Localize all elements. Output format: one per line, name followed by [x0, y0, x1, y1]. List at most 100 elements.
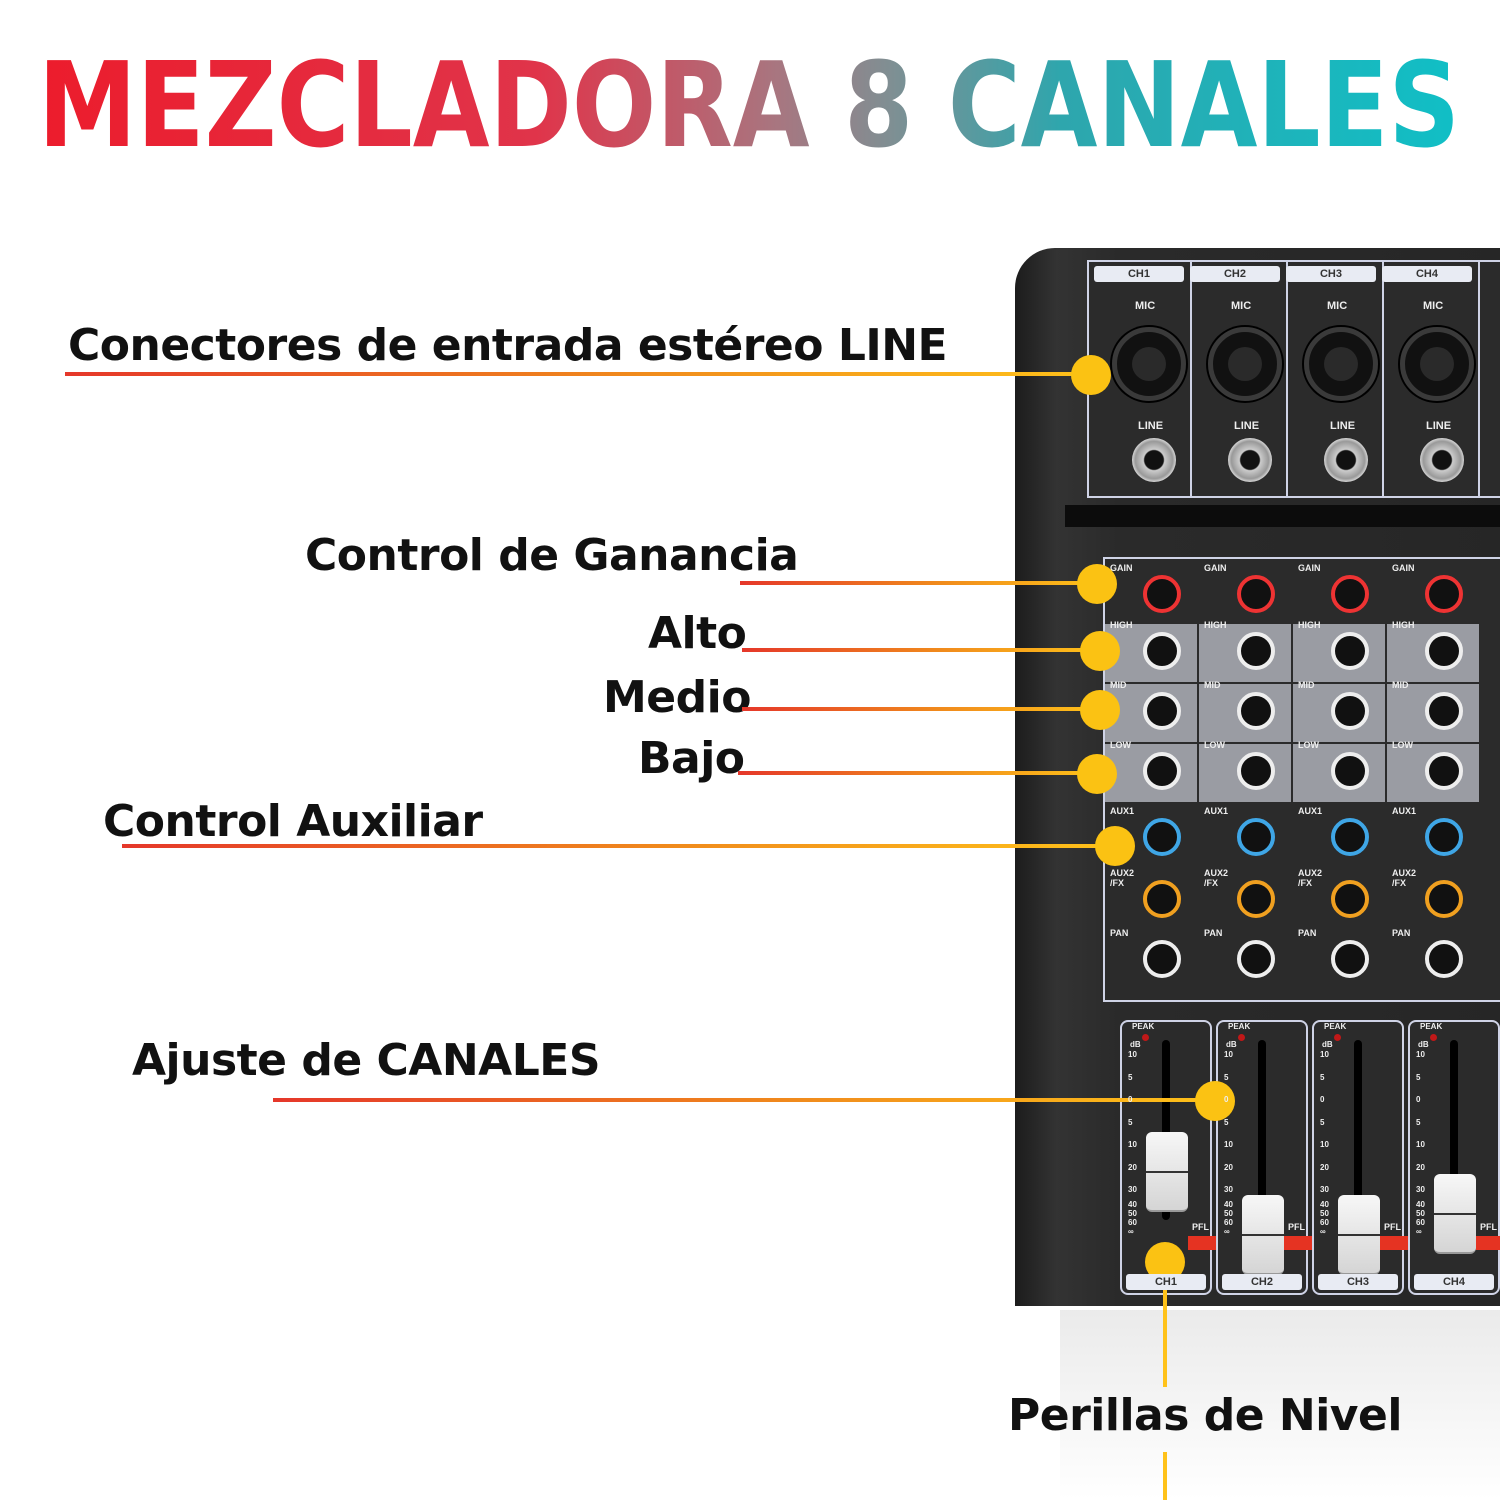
knob-label-gain: GAIN: [1204, 563, 1227, 573]
knob-gain[interactable]: [1425, 575, 1463, 613]
pfl-label: PFL: [1288, 1222, 1305, 1232]
knob-label-aux1: AUX1: [1392, 806, 1417, 816]
fader-scale-tick: 60: [1128, 1218, 1137, 1227]
callout-dot-low: [1077, 754, 1117, 794]
db-label: dB: [1226, 1040, 1237, 1049]
fader-scale-tick: 50: [1224, 1209, 1233, 1218]
callout-dot-high: [1080, 631, 1120, 671]
line-jack-input[interactable]: [1420, 438, 1464, 482]
xlr-mic-input[interactable]: [1112, 327, 1186, 401]
channel-divider: [1382, 262, 1384, 496]
knob-mid[interactable]: [1143, 692, 1181, 730]
xlr-mic-input[interactable]: [1304, 327, 1378, 401]
pfl-button[interactable]: [1188, 1236, 1216, 1250]
knob-label-pan: PAN: [1204, 928, 1223, 938]
knob-label-low: LOW: [1392, 740, 1413, 750]
knob-low[interactable]: [1425, 752, 1463, 790]
fader-scale-tick: 5: [1128, 1072, 1133, 1082]
fader-track: [1162, 1040, 1170, 1220]
callout-dot-channels: [1195, 1081, 1235, 1121]
knob-low[interactable]: [1237, 752, 1275, 790]
knob-aux2[interactable]: [1331, 880, 1369, 918]
fader-scale-tick: 40: [1128, 1200, 1137, 1209]
knob-label-aux1: AUX1: [1110, 806, 1135, 816]
knob-label-aux2: AUX2 /FX: [1298, 868, 1323, 888]
knob-high[interactable]: [1143, 632, 1181, 670]
knob-pan[interactable]: [1143, 940, 1181, 978]
pfl-button[interactable]: [1284, 1236, 1312, 1250]
fader-scale-tick: 30: [1128, 1185, 1137, 1194]
fader-track: [1450, 1040, 1458, 1220]
knob-high[interactable]: [1237, 632, 1275, 670]
callout-line-gain: [740, 581, 1100, 585]
line-label: LINE: [1138, 420, 1164, 432]
line-label: LINE: [1234, 420, 1260, 432]
knob-mid[interactable]: [1425, 692, 1463, 730]
line-jack-input[interactable]: [1132, 438, 1176, 482]
mixer-reflection: [1060, 1310, 1500, 1500]
fader-scale-tick: 5: [1416, 1072, 1421, 1082]
knob-label-low: LOW: [1298, 740, 1319, 750]
fader-scale-tick: 40: [1224, 1200, 1233, 1209]
line-label: LINE: [1426, 420, 1452, 432]
knob-gain[interactable]: [1237, 575, 1275, 613]
knob-aux2[interactable]: [1237, 880, 1275, 918]
knob-pan[interactable]: [1237, 940, 1275, 978]
fader-knob[interactable]: [1434, 1174, 1476, 1254]
pfl-button[interactable]: [1380, 1236, 1408, 1250]
line-jack-input[interactable]: [1324, 438, 1368, 482]
knob-aux1[interactable]: [1143, 818, 1181, 856]
knob-label-mid: MID: [1204, 680, 1221, 690]
knob-aux1[interactable]: [1331, 818, 1369, 856]
fader-scale-tick: 20: [1416, 1162, 1425, 1172]
line-jack-input[interactable]: [1228, 438, 1272, 482]
fader-scale-tick: 20: [1320, 1162, 1329, 1172]
knob-gain[interactable]: [1143, 575, 1181, 613]
knob-low[interactable]: [1331, 752, 1369, 790]
peak-label: PEAK: [1228, 1022, 1251, 1031]
knob-high[interactable]: [1331, 632, 1369, 670]
channel-label-top: CH4: [1382, 266, 1472, 282]
title-word-1: MEZCLADORA: [38, 36, 810, 170]
callout-line-line-inputs: [65, 372, 1095, 376]
fader-scale-tick: 5: [1320, 1117, 1325, 1127]
fader-scale-tick: 10: [1320, 1050, 1329, 1059]
pfl-label: PFL: [1192, 1222, 1209, 1232]
fader-knob[interactable]: [1146, 1132, 1188, 1212]
fader-knob[interactable]: [1242, 1195, 1284, 1275]
knob-low[interactable]: [1143, 752, 1181, 790]
mic-label: MIC: [1135, 300, 1156, 312]
knob-aux1[interactable]: [1425, 818, 1463, 856]
knob-pan[interactable]: [1331, 940, 1369, 978]
fader-knob[interactable]: [1338, 1195, 1380, 1275]
knob-aux2[interactable]: [1425, 880, 1463, 918]
knob-aux1[interactable]: [1237, 818, 1275, 856]
knob-pan[interactable]: [1425, 940, 1463, 978]
knob-label-pan: PAN: [1110, 928, 1129, 938]
knob-mid[interactable]: [1237, 692, 1275, 730]
xlr-mic-input[interactable]: [1208, 327, 1282, 401]
callout-label-channels: Ajuste de CANALES: [132, 1035, 601, 1086]
svg-text:MEZCLADORA 8 CANALES: MEZCLADORA 8 CANALES: [38, 36, 1460, 170]
fader-scale-tick: 0: [1320, 1095, 1325, 1104]
peak-label: PEAK: [1324, 1022, 1347, 1031]
pfl-button[interactable]: [1476, 1236, 1500, 1250]
callout-label-mid: Medio: [603, 672, 751, 723]
xlr-mic-input[interactable]: [1400, 327, 1474, 401]
fader-scale-tick: 50: [1128, 1209, 1137, 1218]
channel-label-top: CH2: [1190, 266, 1280, 282]
fader-track: [1354, 1040, 1362, 1220]
fader-scale-tick: 60: [1224, 1218, 1233, 1227]
knob-high[interactable]: [1425, 632, 1463, 670]
fader-scale-tick: 30: [1416, 1185, 1425, 1194]
fader-scale-tick: 20: [1224, 1162, 1233, 1172]
callout-label-line-inputs: Conectores de entrada estéreo LINE: [68, 320, 948, 371]
knob-gain[interactable]: [1331, 575, 1369, 613]
knob-aux2[interactable]: [1143, 880, 1181, 918]
db-label: dB: [1322, 1040, 1333, 1049]
fader-scale-tick: ∞: [1224, 1227, 1230, 1236]
callout-line-aux: [122, 844, 1117, 848]
knob-mid[interactable]: [1331, 692, 1369, 730]
channel-divider: [1190, 262, 1192, 496]
callout-label-aux: Control Auxiliar: [103, 796, 483, 847]
